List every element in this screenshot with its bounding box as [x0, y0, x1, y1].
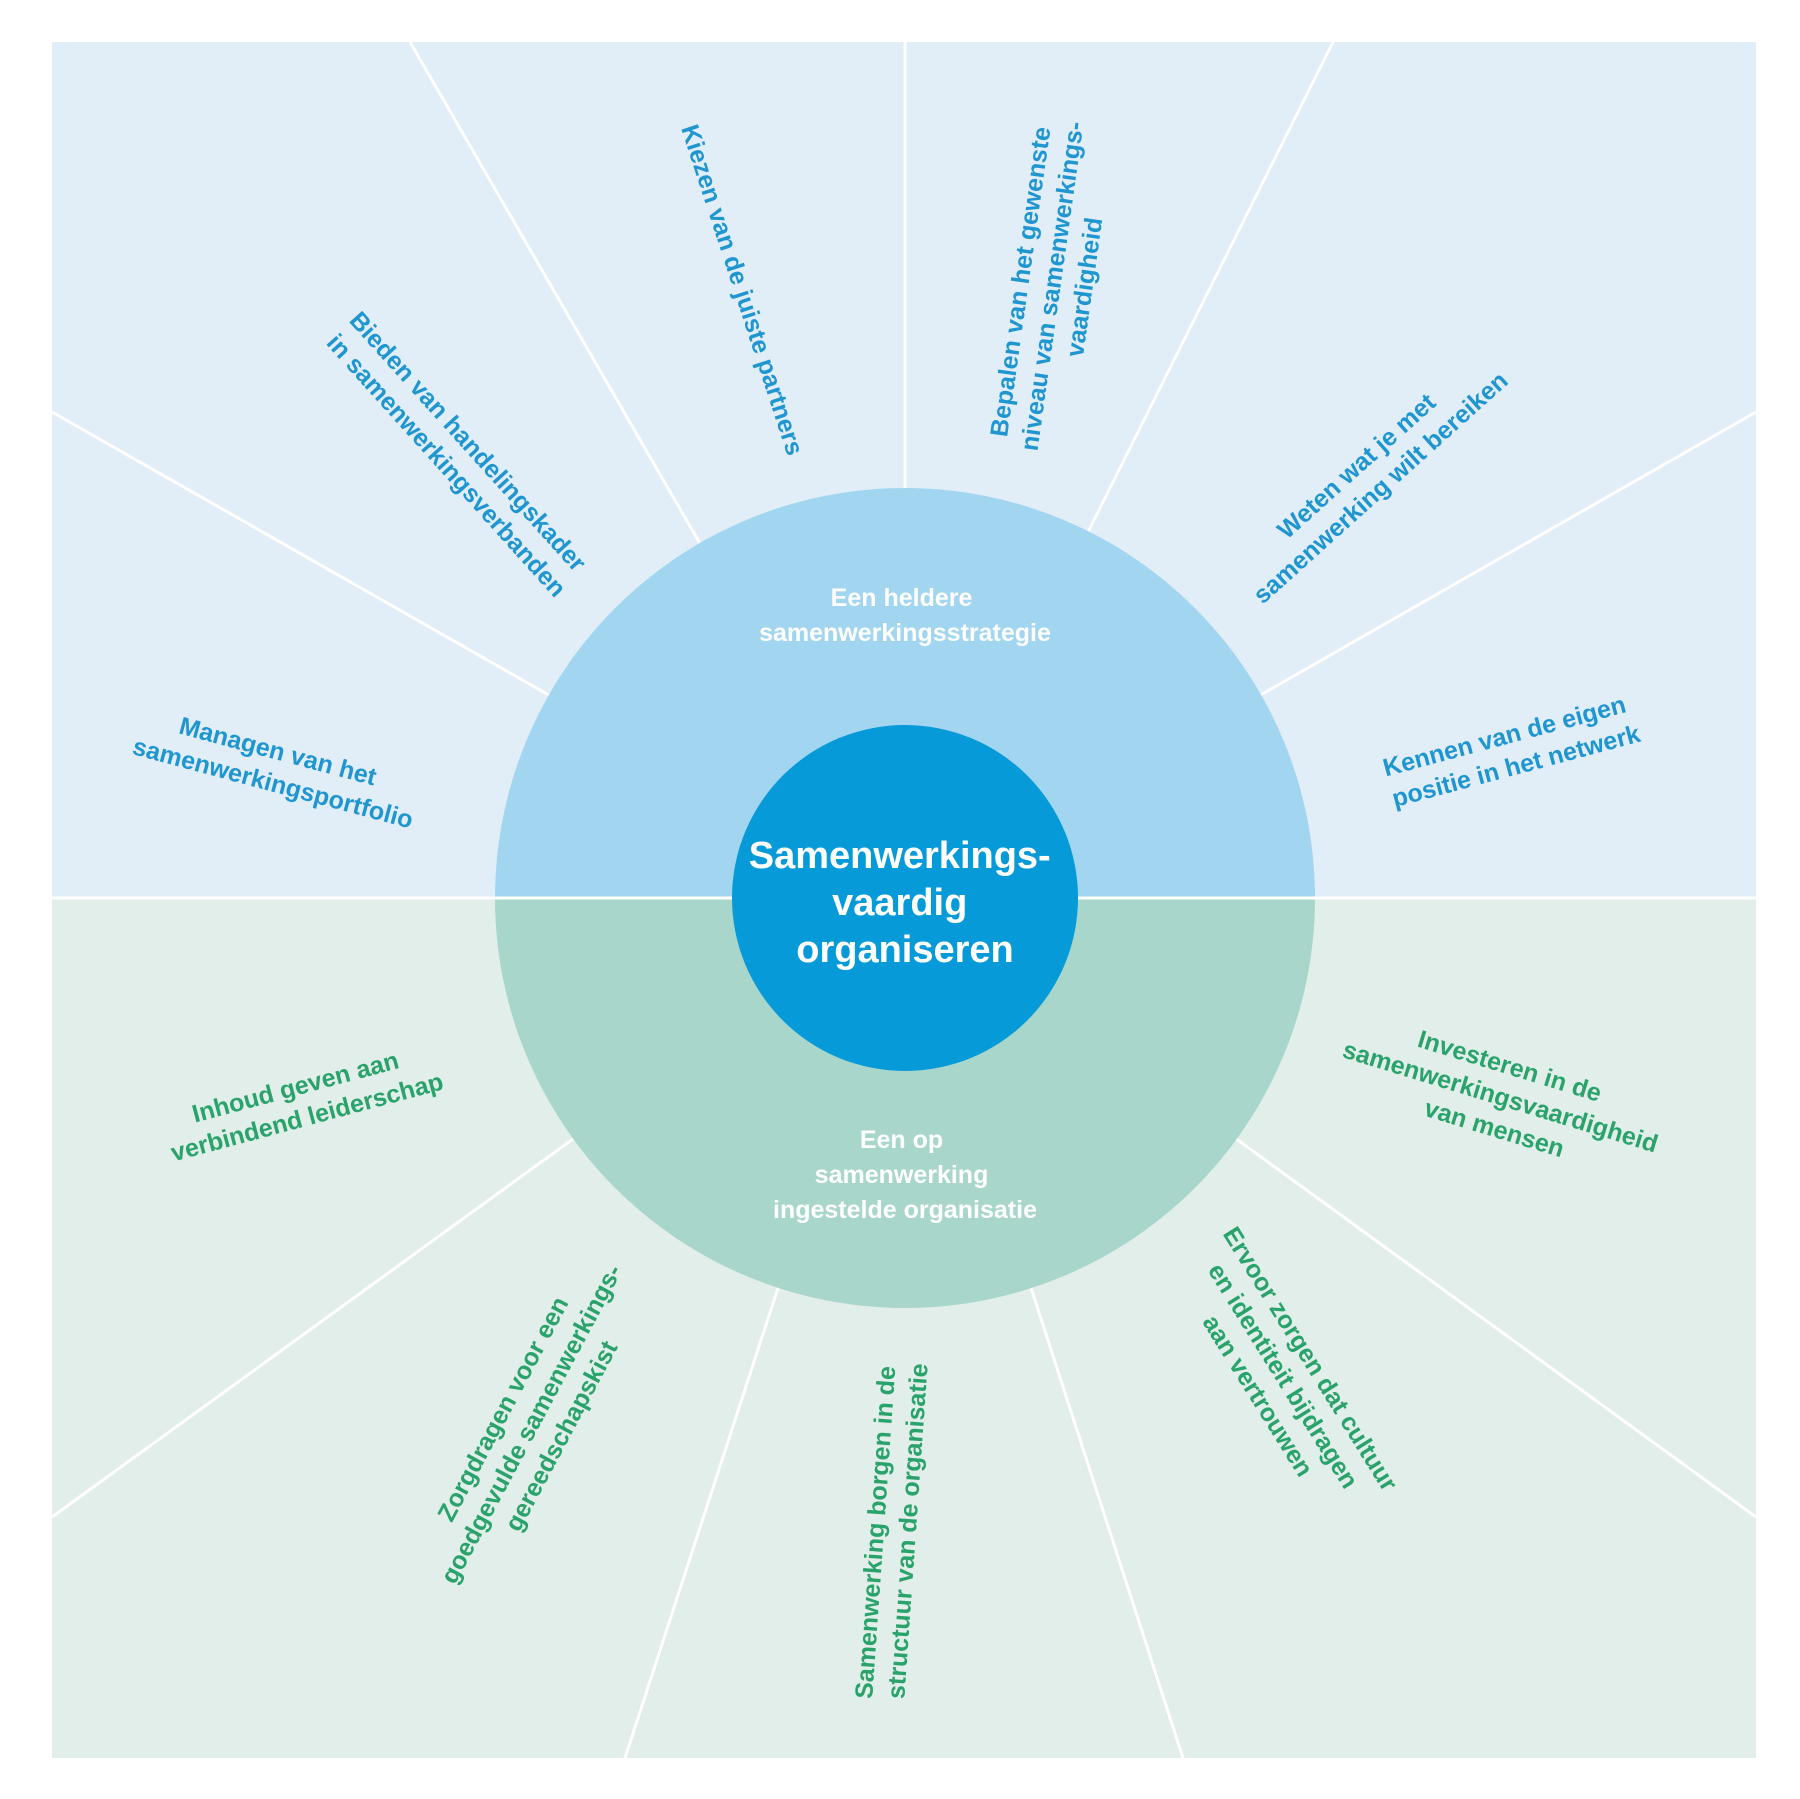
center-title-line: vaardig	[832, 882, 967, 924]
bottom-ring-title-line: ingestelde organisatie	[773, 1196, 1037, 1224]
top-ring-title-line: Een heldere	[831, 584, 973, 612]
bottom-ring-title-line: samenwerking	[815, 1161, 989, 1189]
bottom-ring-title: Een op samenwerking ingestelde organisat…	[773, 1126, 1037, 1224]
center-title: Samenwerkings- vaardig organiseren	[749, 835, 1062, 971]
center-title-line: Samenwerkings-	[749, 835, 1051, 877]
top-ring-title: Een heldere samenwerkingsstrategie	[759, 584, 1051, 647]
center-title-line: organiseren	[796, 929, 1014, 971]
top-ring-title-line: samenwerkingsstrategie	[759, 619, 1051, 647]
center-circle	[732, 725, 1078, 1071]
bottom-ring-title-line: Een op	[860, 1126, 943, 1154]
bottom-ring	[495, 898, 1315, 1308]
top-ring	[495, 488, 1315, 898]
